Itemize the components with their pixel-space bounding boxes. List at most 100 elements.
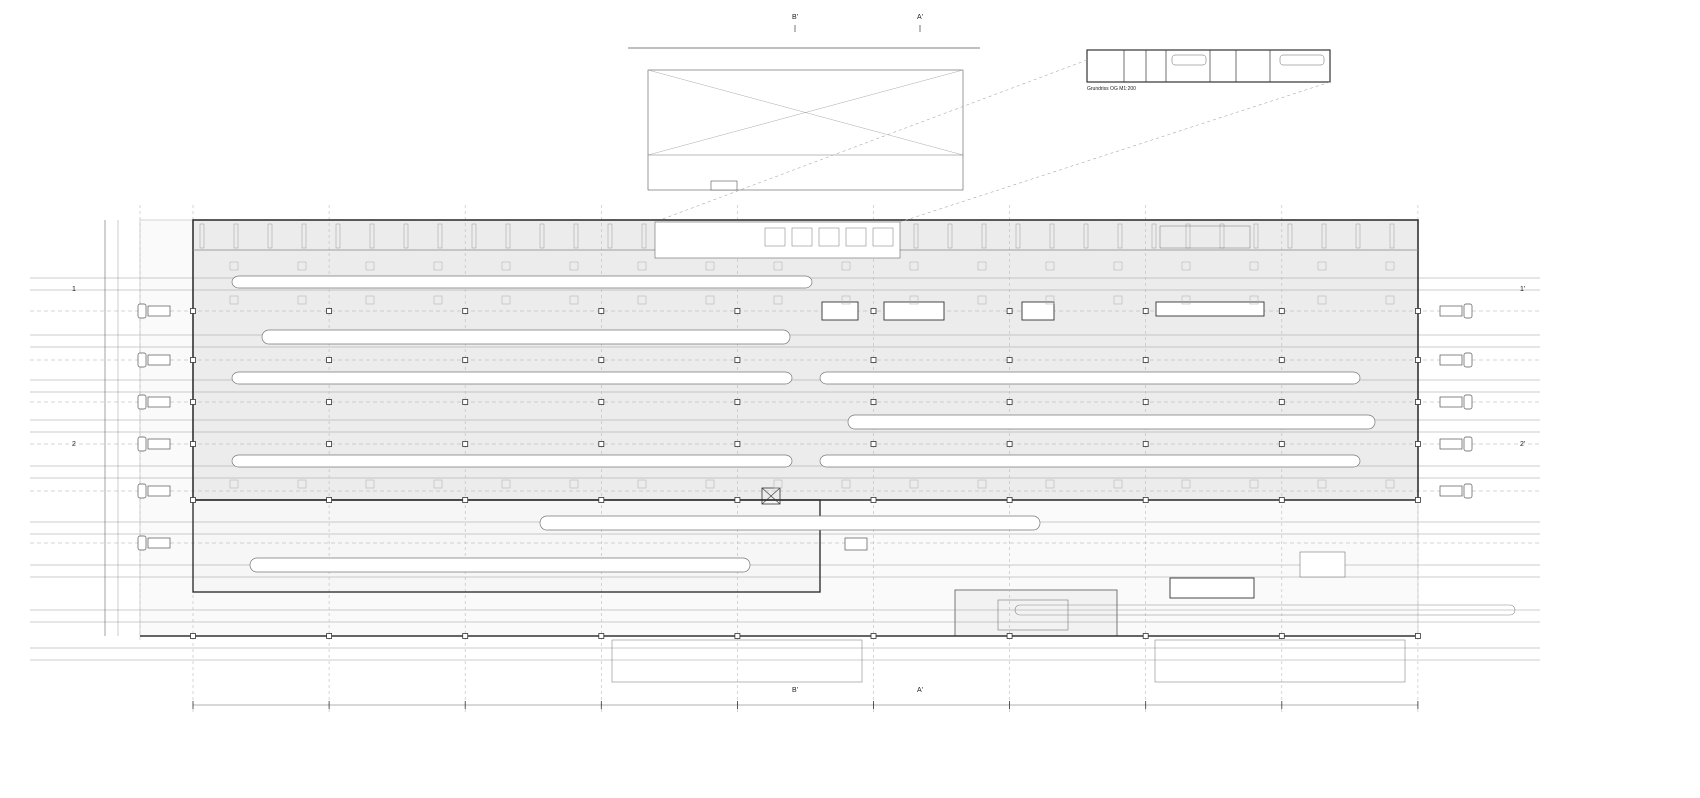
meeting-room — [845, 227, 867, 247]
column — [598, 633, 605, 639]
column — [1142, 441, 1149, 447]
fixture — [1045, 295, 1055, 305]
equipment-box — [1169, 577, 1255, 599]
fixture — [229, 261, 239, 271]
platform — [847, 414, 1376, 430]
fixture — [637, 261, 647, 271]
fixture — [365, 479, 375, 489]
section-marker-a-top: A' — [917, 14, 924, 21]
vehicle-body — [147, 537, 171, 549]
fixture — [1045, 479, 1055, 489]
column — [326, 441, 333, 447]
column — [326, 497, 333, 503]
column — [598, 497, 605, 503]
column — [734, 441, 741, 447]
window-bay — [913, 223, 919, 249]
fixture — [1317, 261, 1327, 271]
window-bay — [1049, 223, 1055, 249]
column — [870, 399, 877, 405]
column — [870, 633, 877, 639]
column — [598, 441, 605, 447]
fixture — [229, 479, 239, 489]
fixture — [1181, 479, 1191, 489]
column — [190, 497, 196, 503]
fixture — [773, 295, 783, 305]
section-marker-1-right: 1' — [1520, 286, 1526, 293]
platform — [819, 371, 1361, 385]
fixture — [569, 295, 579, 305]
vehicle-cab — [1463, 394, 1473, 410]
room-group — [1159, 225, 1251, 249]
vehicle-cab — [137, 483, 147, 499]
vehicle-cab — [1463, 483, 1473, 499]
fixture — [1113, 261, 1123, 271]
column — [734, 633, 741, 639]
fixture — [569, 479, 579, 489]
equipment-box — [1155, 301, 1265, 317]
column — [1142, 399, 1149, 405]
window-bay — [199, 223, 205, 249]
fixture — [365, 261, 375, 271]
bay-outline — [611, 639, 863, 683]
column — [1142, 357, 1149, 363]
window-bay — [1389, 223, 1395, 249]
window-bay — [1355, 223, 1361, 249]
fixture — [909, 261, 919, 271]
fixture — [569, 261, 579, 271]
section-marker-2-left: 2 — [72, 441, 76, 448]
column — [870, 357, 877, 363]
fixture — [229, 295, 239, 305]
vehicle-body — [1439, 305, 1463, 317]
column — [1006, 633, 1013, 639]
storage-box — [1299, 551, 1346, 578]
fixture — [1181, 261, 1191, 271]
column — [1415, 308, 1421, 314]
platform — [819, 454, 1361, 468]
column — [462, 357, 469, 363]
column — [734, 357, 741, 363]
fixture — [977, 261, 987, 271]
fixture — [433, 261, 443, 271]
vehicle-body — [147, 305, 171, 317]
section-marker-b-bottom: B' — [792, 687, 799, 694]
window-bay — [539, 223, 545, 249]
column — [190, 633, 196, 639]
window-bay — [1015, 223, 1021, 249]
vehicle-body — [844, 537, 868, 551]
column — [1278, 308, 1285, 314]
window-bay — [233, 223, 239, 249]
platform — [261, 329, 791, 345]
vehicle-body — [1439, 396, 1463, 408]
platform — [249, 557, 751, 573]
column — [1415, 441, 1421, 447]
column — [190, 308, 196, 314]
window-bay — [981, 223, 987, 249]
vehicle-body — [147, 396, 171, 408]
column — [190, 441, 196, 447]
window-bay — [1117, 223, 1123, 249]
fixture — [841, 261, 851, 271]
fixture — [297, 261, 307, 271]
vehicle-body — [1439, 485, 1463, 497]
column — [462, 497, 469, 503]
fixture — [501, 479, 511, 489]
elevation-outline — [647, 69, 964, 191]
vehicle-body — [147, 438, 171, 450]
meeting-room — [791, 227, 813, 247]
fixture — [705, 479, 715, 489]
fixture — [841, 479, 851, 489]
column — [1006, 308, 1013, 314]
vehicle-cab — [1463, 303, 1473, 319]
window-bay — [1321, 223, 1327, 249]
fixture — [365, 295, 375, 305]
column — [1006, 357, 1013, 363]
window-bay — [1151, 223, 1157, 249]
vehicle-cab — [137, 352, 147, 368]
fixture — [297, 295, 307, 305]
window-bay — [947, 223, 953, 249]
window-bay — [335, 223, 341, 249]
vehicle-body — [147, 485, 171, 497]
platform — [231, 371, 793, 385]
vehicle-body — [1439, 438, 1463, 450]
